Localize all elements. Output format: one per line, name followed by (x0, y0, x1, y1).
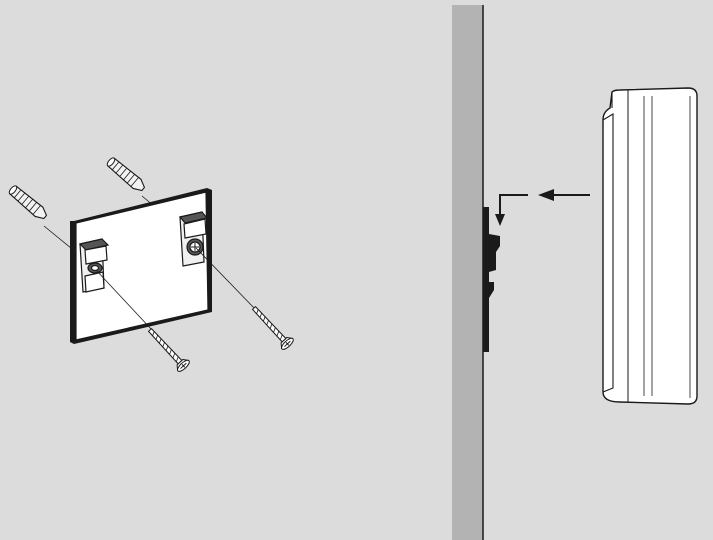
wall-plug-icon (7, 184, 49, 222)
device-body (603, 88, 697, 404)
wall-plug-icon (105, 156, 147, 194)
wall-plate-side (483, 207, 489, 352)
screw-icon (249, 303, 295, 351)
wall-plate-hooks (489, 234, 500, 298)
wall-mount-side-view-panel (452, 5, 697, 540)
mounting-plate-panel (7, 156, 295, 373)
arrow-icon (495, 195, 528, 226)
wall-plate-hook-lower (489, 282, 494, 298)
mounting-plate (70, 188, 212, 344)
screw-icon (145, 325, 191, 373)
arrow-icon (538, 189, 590, 201)
wall-cross-section (452, 5, 483, 540)
wall-plate-hook-upper (489, 234, 500, 272)
clip-right (180, 212, 207, 266)
device-side-view (603, 88, 697, 404)
